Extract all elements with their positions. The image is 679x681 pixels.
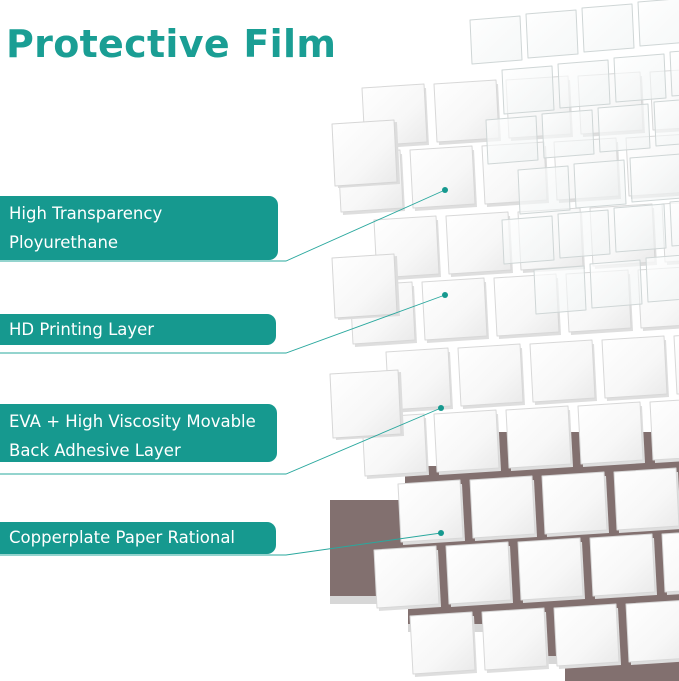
tile [469, 475, 536, 539]
callout-line-2 [0, 294, 446, 354]
film-tile [669, 200, 679, 247]
layer-label-eva-adhesive: EVA + High Viscosity Movable Back Adhesi… [0, 404, 277, 462]
tile [613, 467, 679, 531]
tile [601, 335, 668, 399]
tile [409, 611, 476, 675]
film-tile [669, 50, 679, 97]
film-tile [573, 159, 627, 209]
callout-line-1 [0, 189, 446, 262]
tile [457, 343, 524, 407]
layer-label-hd-printing: HD Printing Layer [0, 314, 276, 345]
tile [331, 119, 398, 187]
callout-line-4 [0, 532, 442, 556]
transparent-film-layer [469, 0, 679, 315]
callout-lines [0, 187, 448, 556]
tile [577, 401, 644, 465]
tile [445, 541, 512, 605]
layer-label-line: Adhesive Layer [9, 262, 136, 281]
layer-label-copperplate-paper: Copperplate Paper Rational Layer [0, 522, 276, 573]
tile [661, 532, 679, 593]
layer-label-line: Copperplate Paper Rational Layer [9, 528, 236, 573]
tile [529, 339, 596, 403]
tile [409, 145, 476, 209]
layer-label-line: Back Adhesive Layer [9, 441, 181, 460]
film-tile [533, 265, 587, 315]
callout-dot-4 [438, 530, 444, 536]
page-title: Protective Film [6, 22, 337, 66]
tile [649, 399, 679, 461]
tile [445, 211, 512, 275]
callout-dot-2 [442, 292, 448, 298]
tile [517, 537, 584, 601]
tile [421, 277, 488, 341]
film-tile [613, 53, 667, 103]
layer-label-line: EVA + High Viscosity Movable [9, 412, 256, 431]
film-tile [629, 153, 679, 203]
film-tile [501, 65, 555, 115]
film-tile [581, 3, 635, 53]
film-tile [653, 99, 679, 147]
film-tile [597, 103, 651, 153]
tile [541, 471, 608, 535]
callout-dot-3 [438, 405, 444, 411]
layer-label-polyurethane: High Transparency Ployurethane Adhesive … [0, 196, 278, 281]
tile [553, 603, 620, 667]
film-tile [557, 209, 611, 259]
film-tile [645, 254, 679, 303]
film-tile [501, 215, 555, 265]
film-tile [485, 115, 539, 165]
film-tile [469, 15, 523, 65]
tile [329, 369, 402, 439]
film-tile [525, 9, 579, 59]
tile [331, 253, 398, 319]
tile [373, 545, 440, 609]
film-tile [557, 59, 611, 109]
film-tile [637, 0, 679, 47]
film-tile [589, 259, 643, 309]
layer-label-line: HD Printing Layer [9, 320, 155, 339]
film-tile [517, 165, 571, 215]
tile [625, 600, 679, 663]
layer-label-line: High Transparency Ployurethane [9, 204, 163, 252]
tile [481, 607, 548, 671]
callout-dot-1 [442, 187, 448, 193]
film-tile [613, 203, 667, 253]
tile [505, 405, 572, 469]
film-tile [541, 109, 595, 159]
callout-line-3 [0, 407, 442, 475]
tile [397, 479, 464, 543]
tile [673, 335, 679, 395]
tile [589, 533, 656, 597]
tile [433, 409, 500, 473]
